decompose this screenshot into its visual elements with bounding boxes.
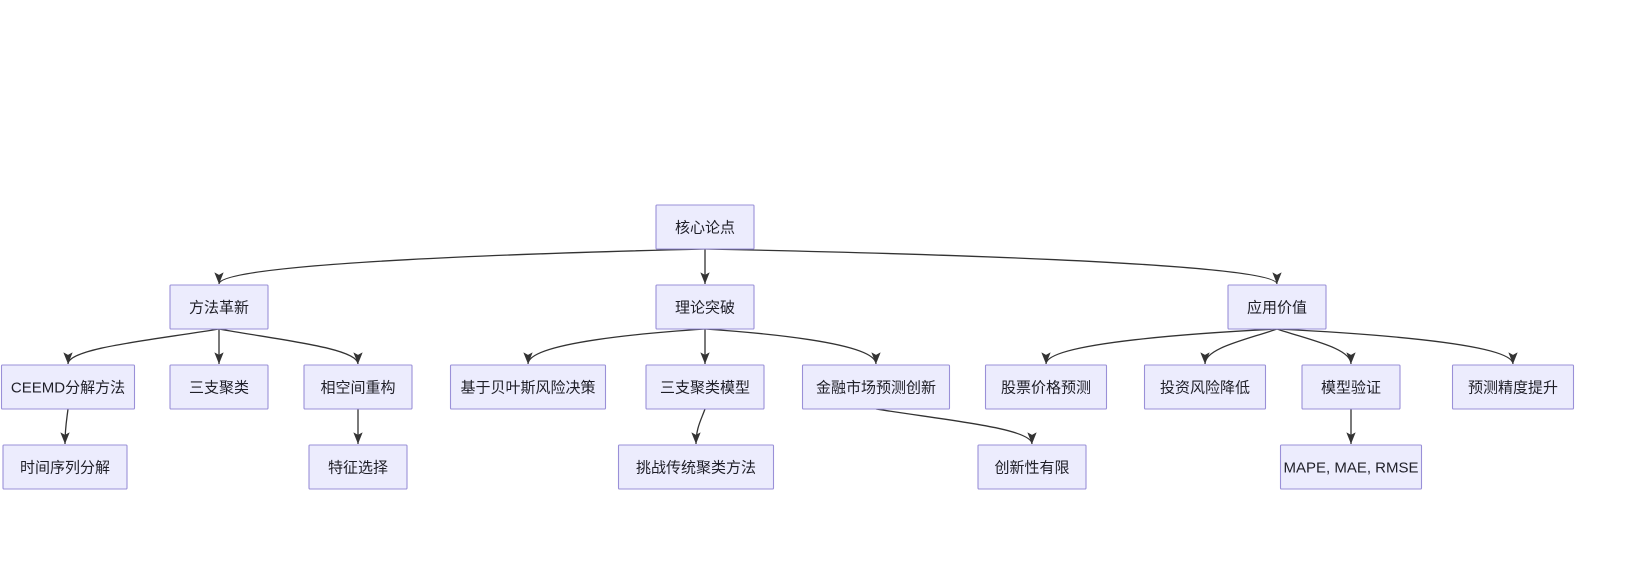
node-box-ceemd[interactable] (0, 364, 136, 410)
edge-theory-to-bayes (523, 328, 706, 365)
node-box-risk[interactable] (1143, 364, 1267, 410)
node-box-theory[interactable] (655, 284, 755, 330)
node-label-method: 方法革新 (189, 300, 249, 317)
node-label-accuracy: 预测精度提升 (1468, 380, 1558, 397)
node-box-threeway[interactable] (169, 364, 269, 410)
edge-twmodel-to-challenge (691, 408, 706, 445)
node-box-root[interactable] (655, 204, 755, 250)
node-label-bayes: 基于贝叶斯风险决策 (460, 380, 595, 397)
node-box-limited[interactable] (977, 444, 1087, 490)
node-validate[interactable]: 模型验证 (1301, 364, 1401, 410)
node-label-challenge: 挑战传统聚类方法 (636, 460, 756, 477)
node-challenge[interactable]: 挑战传统聚类方法 (617, 444, 775, 490)
edge-method-to-ceemd (63, 328, 220, 365)
edge-ceemd-to-tsdecomp (60, 408, 70, 445)
node-bayes[interactable]: 基于贝叶斯风险决策 (449, 364, 607, 410)
node-label-risk: 投资风险降低 (1160, 380, 1250, 397)
node-threeway[interactable]: 三支聚类 (169, 364, 269, 410)
node-accuracy[interactable]: 预测精度提升 (1451, 364, 1575, 410)
node-label-theory: 理论突破 (675, 300, 735, 317)
node-box-accuracy[interactable] (1451, 364, 1575, 410)
node-limited[interactable]: 创新性有限 (977, 444, 1087, 490)
node-box-validate[interactable] (1301, 364, 1401, 410)
node-label-feature: 特征选择 (328, 460, 388, 477)
node-box-twmodel[interactable] (645, 364, 765, 410)
node-label-phase: 相空间重构 (320, 380, 395, 397)
node-box-market[interactable] (801, 364, 951, 410)
node-ceemd[interactable]: CEEMD分解方法 (0, 364, 136, 410)
node-tsdecomp[interactable]: 时间序列分解 (2, 444, 128, 490)
node-label-ceemd: CEEMD分解方法 (11, 380, 125, 397)
edge-value-to-stock (1041, 328, 1278, 365)
node-box-stock[interactable] (984, 364, 1108, 410)
node-metrics[interactable]: MAPE, MAE, RMSE (1279, 444, 1423, 490)
node-label-value: 应用价值 (1247, 299, 1307, 317)
node-stock[interactable]: 股票价格预测 (984, 364, 1108, 410)
edge-layer (60, 248, 1518, 445)
edge-theory-to-market (704, 328, 881, 365)
node-box-value[interactable] (1227, 284, 1327, 330)
node-box-method[interactable] (169, 284, 269, 330)
edge-method-to-phase (218, 328, 363, 365)
node-label-root: 核心论点 (675, 220, 735, 237)
node-value[interactable]: 应用价值 (1227, 284, 1327, 330)
node-box-feature[interactable] (308, 444, 408, 490)
node-label-validate: 模型验证 (1321, 380, 1381, 397)
node-box-phase[interactable] (303, 364, 413, 410)
node-label-market: 金融市场预测创新 (816, 380, 936, 397)
edge-market-to-limited (875, 408, 1037, 445)
node-theory[interactable]: 理论突破 (655, 284, 755, 330)
node-label-tsdecomp: 时间序列分解 (20, 460, 110, 477)
node-box-tsdecomp[interactable] (2, 444, 128, 490)
node-box-metrics[interactable] (1279, 444, 1423, 490)
node-risk[interactable]: 投资风险降低 (1143, 364, 1267, 410)
node-label-threeway: 三支聚类 (189, 380, 249, 397)
node-label-twmodel: 三支聚类模型 (660, 380, 750, 397)
edge-value-to-risk (1200, 328, 1278, 365)
node-label-limited: 创新性有限 (994, 460, 1069, 477)
node-box-bayes[interactable] (449, 364, 607, 410)
edge-root-to-method (214, 248, 706, 285)
edge-value-to-accuracy (1276, 328, 1518, 365)
edge-root-to-value (704, 248, 1282, 285)
node-root[interactable]: 核心论点 (655, 204, 755, 250)
node-label-metrics: MAPE, MAE, RMSE (1283, 460, 1418, 477)
node-label-stock: 股票价格预测 (1001, 380, 1091, 397)
node-feature[interactable]: 特征选择 (308, 444, 408, 490)
node-market[interactable]: 金融市场预测创新 (801, 364, 951, 410)
node-phase[interactable]: 相空间重构 (303, 364, 413, 410)
edge-value-to-validate (1276, 328, 1356, 365)
node-method[interactable]: 方法革新 (169, 284, 269, 330)
node-box-challenge[interactable] (617, 444, 775, 490)
node-twmodel[interactable]: 三支聚类模型 (645, 364, 765, 410)
